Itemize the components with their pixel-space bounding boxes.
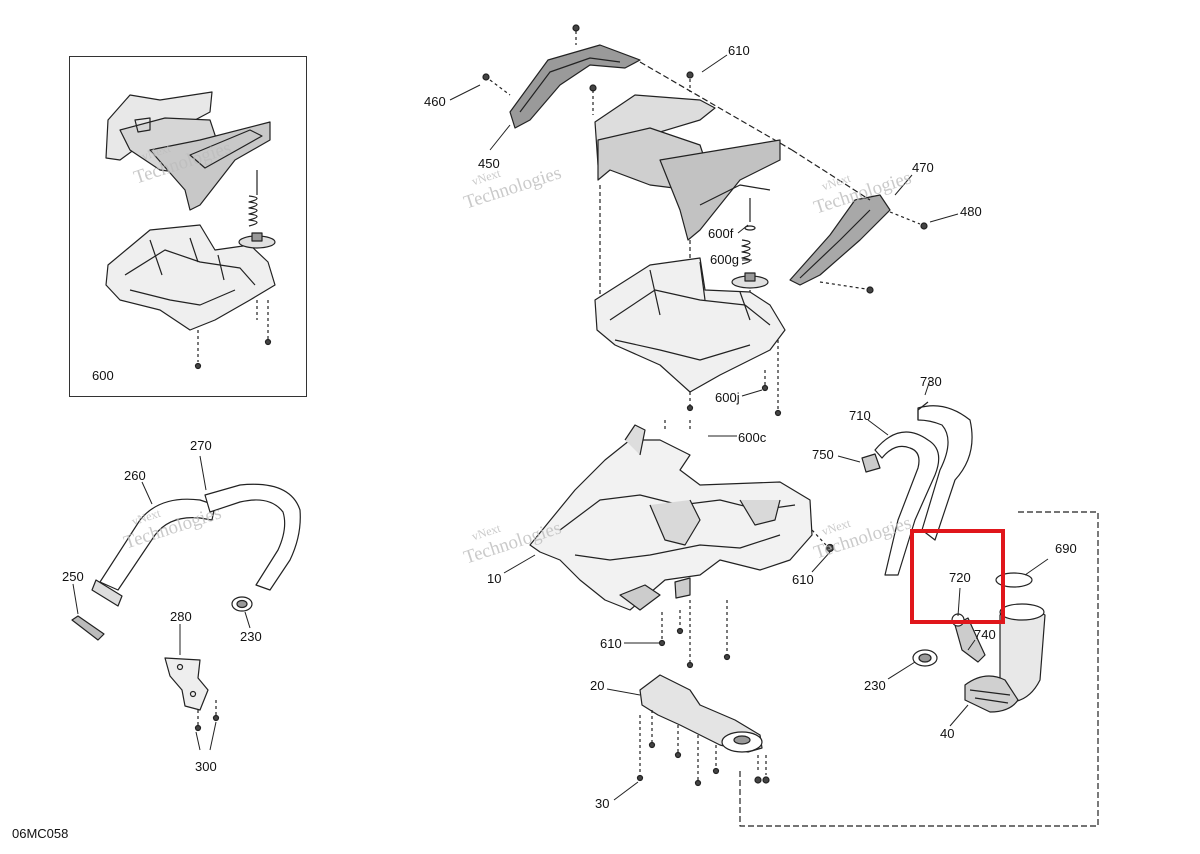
callout-750: 750 bbox=[812, 447, 834, 462]
center-lower-frame bbox=[594, 257, 786, 417]
callout-280: 280 bbox=[170, 609, 192, 624]
callout-10: 10 bbox=[487, 571, 502, 586]
callout-610-top: 610 bbox=[728, 43, 750, 58]
part-230-clamp-left bbox=[231, 596, 253, 612]
part-710-hose bbox=[874, 431, 940, 576]
part-270-hose bbox=[204, 483, 301, 591]
callout-720: 720 bbox=[949, 570, 971, 585]
inset-lower-frame bbox=[105, 224, 276, 331]
callout-470: 470 bbox=[912, 160, 934, 175]
part-470-deflector bbox=[789, 194, 928, 294]
part-20-pan bbox=[636, 674, 770, 787]
callout-600c: 600c bbox=[738, 430, 767, 445]
callout-450: 450 bbox=[478, 156, 500, 171]
callout-610-right: 610 bbox=[792, 572, 814, 587]
callout-230-left: 230 bbox=[240, 629, 262, 644]
callout-600: 600 bbox=[92, 368, 114, 383]
center-spring-mount bbox=[731, 198, 769, 300]
assembly-600-inset bbox=[69, 56, 307, 397]
diagram-code: 06MC058 bbox=[12, 826, 69, 841]
part-750-clamp bbox=[861, 453, 881, 473]
callout-260: 260 bbox=[124, 468, 146, 483]
airbox-40-group bbox=[739, 511, 1099, 827]
callout-600f: 600f bbox=[708, 226, 734, 241]
callout-480: 480 bbox=[960, 204, 982, 219]
callout-230-right: 230 bbox=[864, 678, 886, 693]
part-450-shroud bbox=[482, 24, 641, 129]
leader-lines bbox=[72, 54, 1049, 801]
callout-600j: 600j bbox=[715, 390, 740, 405]
callout-460: 460 bbox=[424, 94, 446, 109]
callout-610-lower: 610 bbox=[600, 636, 622, 651]
callout-300: 300 bbox=[195, 759, 217, 774]
fasteners-610-lower bbox=[658, 600, 731, 669]
callout-40: 40 bbox=[940, 726, 955, 741]
callout-600g: 600g bbox=[710, 252, 739, 267]
part-10-chassis bbox=[529, 420, 835, 611]
highlight-box bbox=[910, 529, 1005, 624]
center-upper-panel bbox=[589, 84, 781, 241]
callout-690: 690 bbox=[1055, 541, 1077, 556]
callout-30: 30 bbox=[595, 796, 610, 811]
inset-spring-mount bbox=[194, 170, 276, 370]
callout-20: 20 bbox=[590, 678, 605, 693]
callout-730: 730 bbox=[920, 374, 942, 389]
callout-250: 250 bbox=[62, 569, 84, 584]
part-280-bracket bbox=[164, 657, 220, 732]
part-730-hose bbox=[917, 401, 973, 541]
callout-740: 740 bbox=[974, 627, 996, 642]
callout-270: 270 bbox=[190, 438, 212, 453]
callout-710: 710 bbox=[849, 408, 871, 423]
inset-upper-panel bbox=[105, 91, 271, 211]
part-250-clamp bbox=[71, 615, 105, 641]
part-260-hose bbox=[91, 498, 216, 607]
